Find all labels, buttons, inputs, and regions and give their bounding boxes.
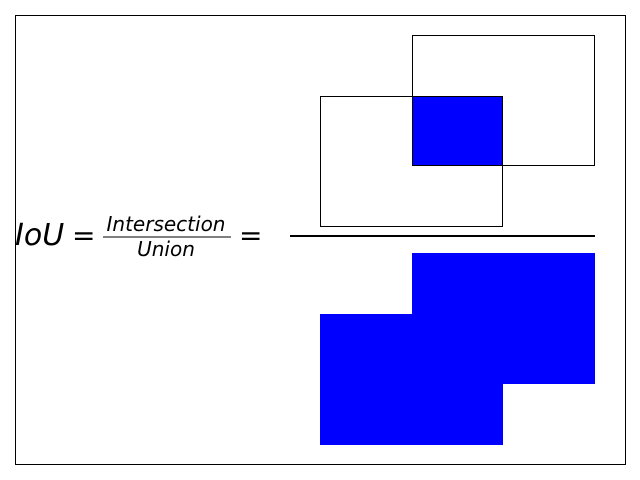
iou-formula: IoU = Intersection Union = <box>15 212 262 261</box>
formula-denominator: Union <box>137 237 195 261</box>
intersection-diagram <box>320 35 595 227</box>
union-box-a <box>320 314 503 445</box>
figure-frame <box>15 15 626 465</box>
formula-trailing-equals: = <box>239 219 262 252</box>
box-b-outline <box>412 35 595 166</box>
intersection-region <box>412 96 503 166</box>
box-a-outline <box>320 96 503 227</box>
formula-numerator: Intersection <box>107 212 226 236</box>
union-diagram <box>320 253 595 445</box>
formula-lhs: IoU <box>15 218 64 253</box>
formula-equals: = <box>72 219 95 252</box>
